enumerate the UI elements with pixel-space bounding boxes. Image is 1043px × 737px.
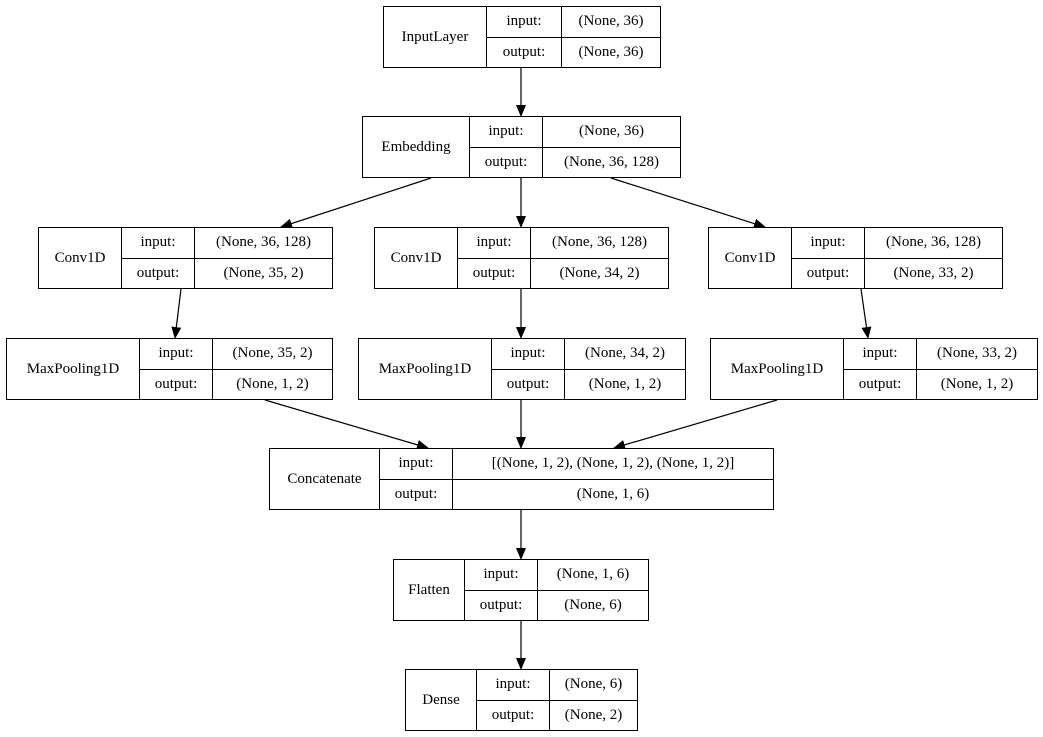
input-shape: (None, 36, 128) bbox=[886, 234, 981, 251]
input-row: input: (None, 36) bbox=[470, 117, 680, 147]
output-row: output: (None, 33, 2) bbox=[792, 257, 1002, 288]
input-label: input: bbox=[477, 670, 550, 700]
layer-name: Embedding bbox=[363, 117, 470, 177]
output-shape: (None, 36, 128) bbox=[564, 153, 659, 170]
input-label: input: bbox=[792, 228, 865, 258]
input-label: input: bbox=[465, 560, 538, 590]
output-shape: (None, 34, 2) bbox=[559, 264, 640, 281]
input-row: input: (None, 1, 6) bbox=[465, 560, 648, 590]
output-row: output: (None, 1, 2) bbox=[844, 368, 1037, 399]
output-shape: (None, 1, 2) bbox=[236, 375, 309, 392]
layer-name: Concatenate bbox=[270, 449, 380, 509]
input-label: input: bbox=[487, 7, 562, 37]
input-label: input: bbox=[470, 117, 543, 147]
output-shape: (None, 2) bbox=[564, 706, 623, 723]
input-shape: (None, 34, 2) bbox=[585, 345, 665, 362]
output-label: output: bbox=[477, 700, 550, 730]
layer-name: MaxPooling1D bbox=[711, 339, 844, 399]
edge-embedding-to-conv1d-3 bbox=[610, 177, 766, 229]
layer-name: Dense bbox=[406, 670, 477, 730]
edge-conv1d-1-to-maxpool-1 bbox=[171, 288, 182, 339]
output-row: output: (None, 1, 2) bbox=[140, 368, 332, 399]
layer-name: MaxPooling1D bbox=[7, 339, 140, 399]
output-label: output: bbox=[844, 369, 917, 399]
output-label: output: bbox=[487, 37, 562, 67]
output-shape: (None, 6) bbox=[564, 596, 622, 613]
input-shape: (None, 36, 128) bbox=[552, 234, 647, 251]
output-label: output: bbox=[465, 590, 538, 620]
output-row: output: (None, 6) bbox=[465, 589, 648, 620]
input-row: input: (None, 36, 128) bbox=[458, 228, 668, 258]
layer-name: MaxPooling1D bbox=[359, 339, 492, 399]
input-label: input: bbox=[140, 339, 213, 369]
input-label: input: bbox=[458, 228, 531, 258]
input-row: input: (None, 36, 128) bbox=[792, 228, 1002, 258]
input-label: input: bbox=[844, 339, 917, 369]
input-label: input: bbox=[122, 228, 195, 258]
output-label: output: bbox=[122, 258, 195, 288]
input-shape: (None, 36, 128) bbox=[216, 234, 311, 251]
input-shape: (None, 1, 6) bbox=[556, 566, 630, 583]
output-row: output: (None, 34, 2) bbox=[458, 257, 668, 288]
input-shape: (None, 35, 2) bbox=[232, 345, 313, 362]
edge-maxpool-1-to-concatenate bbox=[264, 399, 429, 450]
output-shape: (None, 1, 6) bbox=[576, 485, 650, 502]
output-row: output: (None, 2) bbox=[477, 699, 637, 730]
input-row: input: (None, 34, 2) bbox=[492, 339, 685, 369]
layer-name: Flatten bbox=[394, 560, 465, 620]
input-row: input: (None, 36) bbox=[487, 7, 660, 37]
edge-maxpool-3-to-concatenate bbox=[613, 399, 778, 450]
output-shape: (None, 1, 2) bbox=[588, 375, 662, 392]
output-label: output: bbox=[470, 147, 543, 177]
output-label: output: bbox=[792, 258, 865, 288]
input-shape: (None, 6) bbox=[564, 676, 623, 693]
edge-embedding-to-conv1d-1 bbox=[280, 177, 432, 229]
input-row: input: [(None, 1, 2), (None, 1, 2), (None… bbox=[380, 449, 773, 479]
output-shape: (None, 33, 2) bbox=[893, 264, 974, 281]
output-label: output: bbox=[380, 479, 453, 509]
output-label: output: bbox=[458, 258, 531, 288]
input-shape: (None, 36) bbox=[579, 123, 644, 140]
input-label: input: bbox=[492, 339, 565, 369]
output-shape: (None, 1, 2) bbox=[940, 375, 1014, 392]
layer-name: Conv1D bbox=[375, 228, 458, 288]
output-shape: (None, 36) bbox=[578, 43, 644, 60]
output-row: output: (None, 1, 6) bbox=[380, 478, 773, 509]
input-shape: (None, 36) bbox=[578, 13, 644, 30]
output-row: output: (None, 35, 2) bbox=[122, 257, 332, 288]
output-shape: (None, 35, 2) bbox=[223, 264, 304, 281]
input-row: input: (None, 35, 2) bbox=[140, 339, 332, 369]
output-label: output: bbox=[492, 369, 565, 399]
output-row: output: (None, 36, 128) bbox=[470, 146, 680, 177]
input-row: input: (None, 36, 128) bbox=[122, 228, 332, 258]
input-row: input: (None, 33, 2) bbox=[844, 339, 1037, 369]
edge-conv1d-3-to-maxpool-3 bbox=[860, 288, 872, 339]
layer-name: Conv1D bbox=[39, 228, 122, 288]
input-shape: [(None, 1, 2), (None, 1, 2), (None, 1, 2… bbox=[491, 455, 735, 472]
input-label: input: bbox=[380, 449, 453, 479]
input-shape: (None, 33, 2) bbox=[937, 345, 1017, 362]
output-row: output: (None, 36) bbox=[487, 36, 660, 67]
output-label: output: bbox=[140, 369, 213, 399]
layer-name: Conv1D bbox=[709, 228, 792, 288]
layer-name: InputLayer bbox=[384, 7, 487, 67]
output-row: output: (None, 1, 2) bbox=[492, 368, 685, 399]
input-row: input: (None, 6) bbox=[477, 670, 637, 700]
